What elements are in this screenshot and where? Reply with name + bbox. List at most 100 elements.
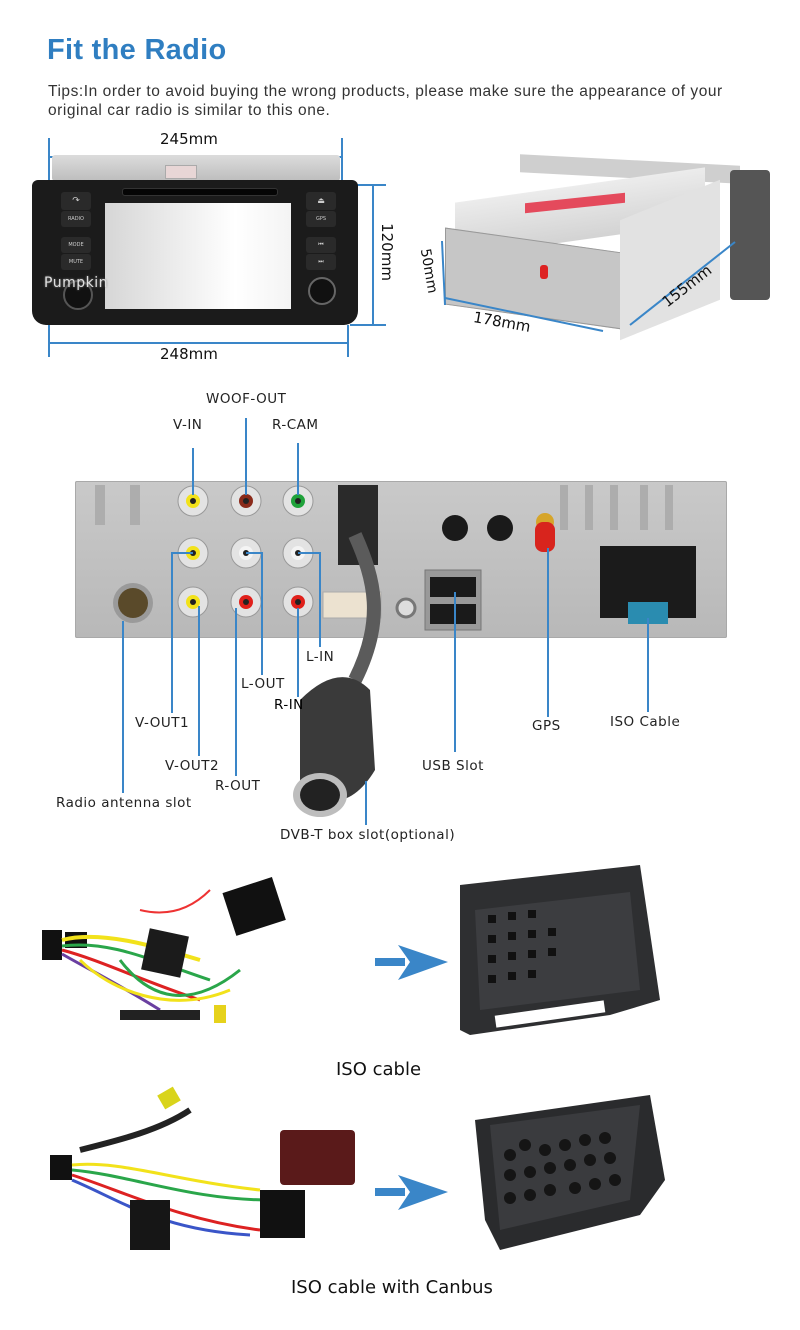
dim-tick-top-right: [341, 138, 343, 183]
pointer-l-in: [298, 552, 321, 647]
dim-tick-top-left: [48, 138, 50, 183]
harness-plug: [42, 930, 62, 960]
label-iso: ISO Cable: [610, 714, 681, 730]
gps-antenna-side: [540, 265, 548, 279]
arrow-head-icon: [398, 945, 448, 980]
front-view: 245mm 248mm 120mm ↷ RADIO MODE MUTE Pump…: [0, 125, 400, 370]
tune-knob[interactable]: [308, 277, 336, 305]
dim-width-line: [444, 297, 604, 332]
label-r-out: R-OUT: [215, 778, 261, 794]
radio-button-label: RADIO: [68, 216, 84, 222]
gps-connector: [535, 522, 555, 552]
canbus-cable-caption: ISO cable with Canbus: [291, 1277, 493, 1298]
prev-track-icon: ⏮: [318, 241, 324, 248]
canbus-module: [280, 1130, 355, 1185]
usb-port: [430, 577, 476, 597]
fin: [610, 485, 618, 530]
iso-cable-section: [42, 865, 665, 1250]
page-title: Fit the Radio: [47, 34, 227, 66]
label-gps: GPS: [532, 718, 561, 734]
iso-connector-photo: [460, 865, 660, 1035]
label-v-out2: V-OUT2: [165, 758, 220, 774]
prev-button[interactable]: ⏮: [306, 237, 336, 253]
rca-jacks: [177, 485, 314, 618]
fin: [585, 485, 593, 530]
call-button[interactable]: ↷: [61, 192, 91, 210]
fin: [560, 485, 568, 530]
label-l-in: L-IN: [306, 649, 335, 665]
harness-connector: [222, 877, 286, 936]
label-radio-antenna: Radio antenna slot: [56, 795, 192, 811]
dvbt-plug: [300, 677, 375, 802]
canbus-arrow: [375, 1175, 448, 1210]
dim-tick-height-top: [350, 184, 386, 186]
eject-button[interactable]: ⏏: [306, 192, 336, 210]
cooling-fins: [95, 485, 673, 530]
dim-tick-bottom-right: [347, 325, 349, 357]
dim-tick-bottom-left: [48, 325, 50, 357]
pointer-lines: [122, 418, 649, 825]
dvbt-cable: [348, 532, 381, 684]
arrow-shaft: [375, 1188, 405, 1196]
mode-button-label: MODE: [68, 242, 84, 248]
rear-panel-drawing: [95, 418, 696, 825]
eject-icon: ⏏: [317, 196, 325, 205]
side-dimension-lines: [441, 240, 736, 332]
side-view: 50mm 178mm 155mm: [400, 130, 800, 350]
mode-button[interactable]: MODE: [61, 237, 91, 253]
gps-button[interactable]: GPS: [306, 211, 336, 227]
label-dvbt: DVB-T box slot(optional): [280, 827, 456, 843]
antenna-jack: [118, 588, 148, 618]
canbus-plug: [50, 1155, 72, 1180]
fin: [640, 485, 648, 530]
brand-watermark: Pumpkin: [44, 275, 108, 291]
next-track-icon: ⏭: [318, 258, 324, 265]
bracket-connector: [165, 165, 197, 179]
mute-button-label: MUTE: [68, 259, 84, 265]
iso-connector-clip: [628, 602, 668, 624]
tv-port: [442, 515, 468, 541]
radio-button[interactable]: RADIO: [61, 211, 91, 227]
dim-depth-line: [441, 240, 446, 306]
iso-arrow: [375, 945, 448, 980]
mic-jack: [395, 597, 417, 619]
radio-screen: [105, 203, 291, 309]
cd-slot: [122, 188, 278, 196]
gps-button-label: GPS: [315, 216, 327, 222]
front-bezel-side: [730, 170, 770, 300]
dim-width-top: 245mm: [160, 130, 218, 148]
brand-watermark-text: umpkin: [52, 275, 108, 291]
label-r-in: R-IN: [274, 697, 304, 713]
label-l-out: L-OUT: [241, 676, 285, 692]
iso-harness-photo: [42, 877, 286, 1023]
dim-length-line: [629, 241, 736, 326]
label-r-cam: R-CAM: [272, 417, 319, 433]
label-v-out1: V-OUT1: [135, 715, 190, 731]
iso-cable-caption: ISO cable: [336, 1059, 422, 1080]
dim-line-height: [372, 184, 374, 325]
fin: [665, 485, 673, 530]
fin: [95, 485, 105, 525]
usb-port: [430, 604, 476, 624]
pointer-v-out1: [171, 552, 193, 713]
canbus-connector-left: [130, 1200, 170, 1250]
arrow-head-icon: [398, 1175, 448, 1210]
arrow-shaft: [375, 958, 405, 966]
label-v-in: V-IN: [173, 417, 203, 433]
harness-box: [141, 928, 189, 978]
label-woof-out: WOOF-OUT: [206, 391, 287, 407]
next-button[interactable]: ⏭: [306, 254, 336, 270]
volume-knob[interactable]: [63, 280, 93, 310]
pointer-l-out: [246, 552, 263, 675]
canbus-connector-right: [260, 1190, 305, 1238]
dim-tick-height-bottom: [350, 324, 386, 326]
canbus-harness-photo: [50, 1086, 355, 1250]
tips-text: Tips:In order to avoid buying the wrong …: [48, 83, 723, 119]
dim-line-bottom: [48, 342, 348, 344]
tv-port: [487, 515, 513, 541]
canbus-connector-photo: [475, 1095, 665, 1250]
dim-width-bottom: 248mm: [160, 345, 218, 363]
mute-button[interactable]: MUTE: [61, 254, 91, 270]
label-usb: USB Slot: [422, 758, 484, 774]
fin: [130, 485, 140, 525]
